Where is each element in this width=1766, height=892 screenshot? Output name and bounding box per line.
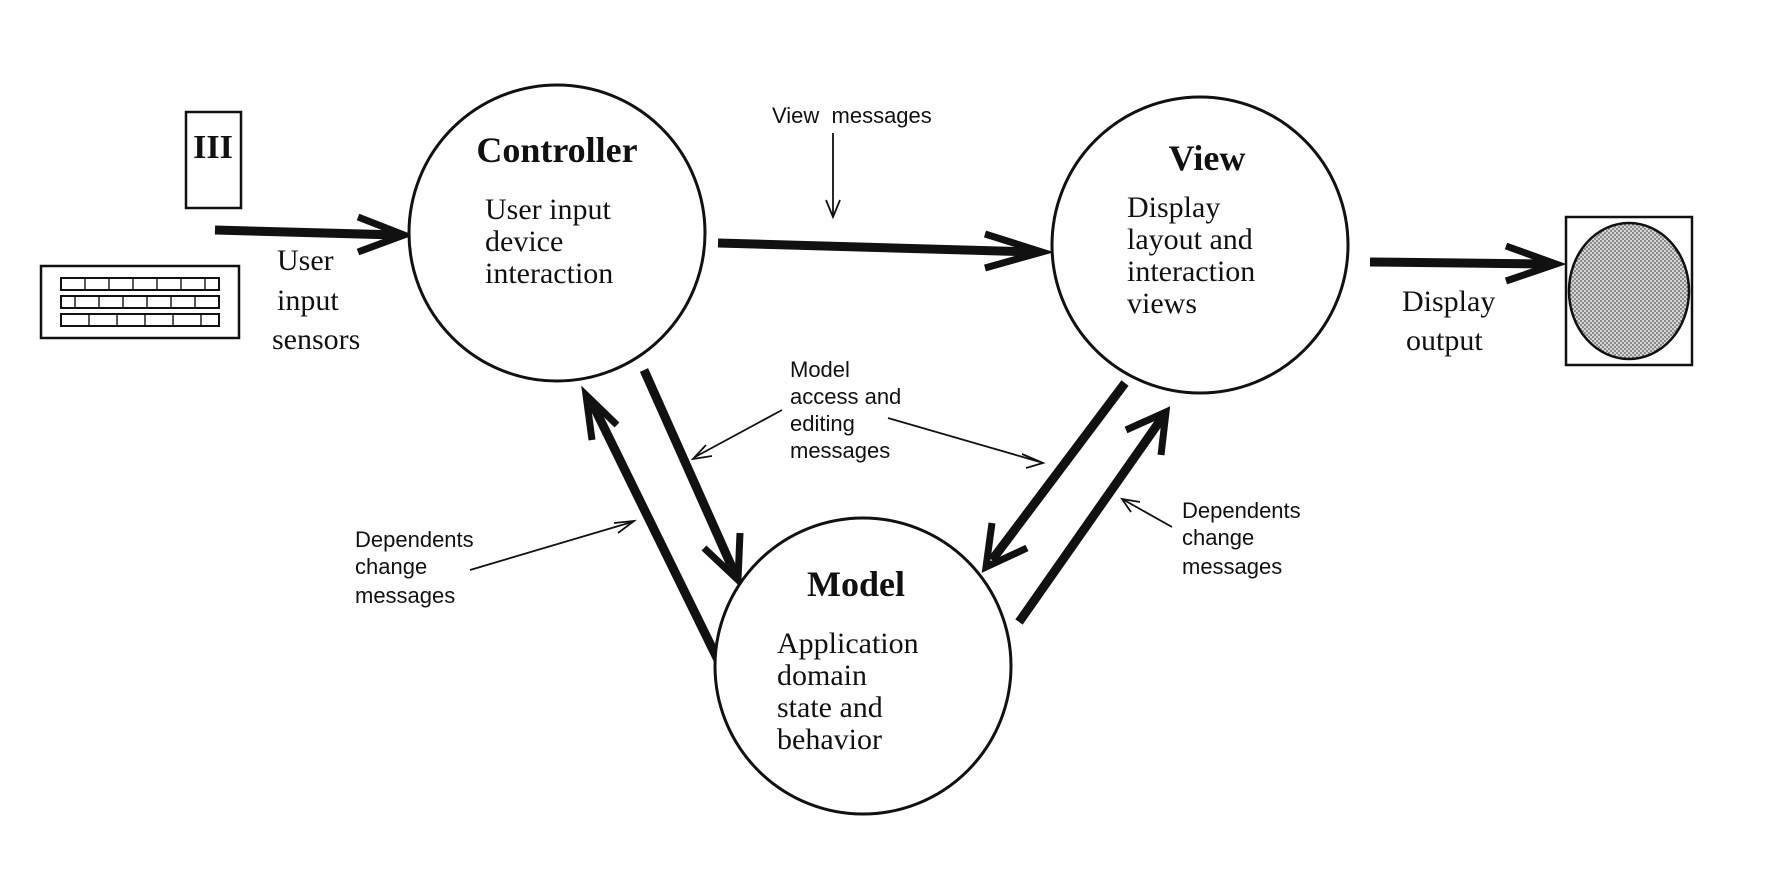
view-line-2: layout and: [1127, 223, 1253, 256]
model-access-pointer-right: [887, 417, 1046, 469]
controller-title: Controller: [476, 130, 637, 170]
view-to-display-arrow: [1369, 242, 1567, 285]
view-line-3: interaction: [1127, 255, 1255, 288]
controller-circle: [407, 83, 707, 383]
view-line-1: Display: [1127, 191, 1220, 224]
model-line-4: behavior: [777, 723, 882, 756]
view-line-4: views: [1127, 287, 1197, 320]
dependents-left-line-2: change: [355, 554, 427, 579]
model-to-view-arrow: [1015, 406, 1171, 625]
dependents-right-pointer: [1120, 497, 1173, 528]
dependents-left-line-1: Dependents: [355, 527, 474, 552]
model-access-pointer-left: [690, 409, 783, 461]
controller-line-3: interaction: [485, 257, 613, 290]
dependents-left-line-3: messages: [355, 583, 455, 608]
controller-to-model-arrow: [639, 368, 744, 588]
view-to-model-arrow: [981, 380, 1129, 573]
model-circle: [713, 516, 1013, 816]
model-access-line-1: Model: [790, 357, 850, 382]
display-output-line-1: Display: [1402, 285, 1495, 318]
model-to-controller-arrow: [581, 385, 725, 666]
user-input-arrow: [214, 213, 414, 256]
user-input-sensors-line-3: sensors: [272, 323, 360, 356]
mouse-icon: III: [184, 110, 243, 210]
controller-to-view-arrow: [717, 230, 1055, 272]
model-access-line-2: access and: [790, 384, 901, 409]
dependents-right-line-1: Dependents: [1182, 498, 1301, 523]
model-line-1: Application: [777, 627, 919, 660]
mouse-buttons-mark: III: [193, 129, 233, 166]
view-messages-label: View messages: [772, 103, 932, 128]
view-messages-pointer: [825, 133, 841, 220]
display-output-line-2: output: [1406, 324, 1483, 357]
view-title: View: [1169, 138, 1246, 178]
controller-line-2: device: [485, 225, 563, 258]
dependents-right-line-2: change: [1182, 525, 1254, 550]
keyboard-icon: [39, 264, 241, 340]
user-input-sensors-line-1: User: [277, 244, 334, 277]
dependents-right-line-3: messages: [1182, 554, 1282, 579]
model-line-3: state and: [777, 691, 883, 724]
model-access-line-3: editing: [790, 411, 855, 436]
dependents-left-pointer: [469, 519, 638, 571]
view-circle: [1050, 95, 1350, 395]
model-line-2: domain: [777, 659, 867, 692]
model-access-line-4: messages: [790, 438, 890, 463]
display-icon: [1564, 215, 1694, 367]
controller-line-1: User input: [485, 193, 611, 226]
user-input-sensors-line-2: input: [277, 284, 339, 317]
model-title: Model: [807, 564, 905, 604]
